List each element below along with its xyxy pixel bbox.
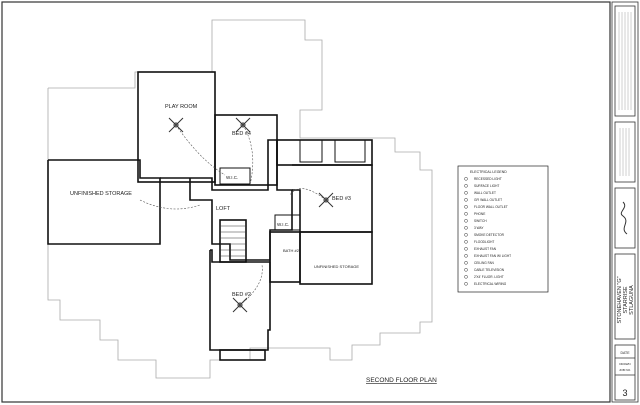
room-label-loft: LOFT xyxy=(216,206,231,212)
legend-symbol xyxy=(464,191,468,195)
legend-symbol xyxy=(464,275,468,279)
legend-symbol xyxy=(464,177,468,181)
room-label-bed3: BED #3 xyxy=(332,196,351,202)
date-label: DATE xyxy=(620,351,630,355)
legend-item-label: SURFACE LIGHT xyxy=(474,184,499,188)
legend-symbol xyxy=(464,212,468,216)
drawn-label: DRAWN xyxy=(619,362,630,366)
closets xyxy=(219,139,366,231)
legend-symbol xyxy=(464,261,468,265)
sheet-border xyxy=(1,1,611,403)
legend-item-label: 3 WAY xyxy=(474,226,484,230)
room-label-unfinished-storage-left: UNFINISHED STORAGE xyxy=(70,191,132,197)
electrical-wiring xyxy=(139,124,327,306)
legend-symbol xyxy=(464,184,468,188)
legend-item-label: SWITCH xyxy=(474,219,487,223)
room-label-bed4: BED #4 xyxy=(232,131,251,137)
legend-symbol xyxy=(464,254,468,258)
ceiling-fan-icon xyxy=(232,297,248,313)
legend-symbol xyxy=(464,233,468,237)
legend-item-label: CEILING FAN xyxy=(474,261,495,265)
legend-symbol xyxy=(464,205,468,209)
legend-symbol xyxy=(464,247,468,251)
legend-item-label: FLOODLIGHT xyxy=(474,240,494,244)
legend-item-label: RECESSED LIGHT xyxy=(474,177,502,181)
legend-symbol xyxy=(464,282,468,286)
stair-treads xyxy=(220,225,246,257)
legend-item-label: CABLE TELEVISION xyxy=(474,268,505,272)
legend-item-label: GFI WALL OUTLET xyxy=(474,198,502,202)
signature-logo xyxy=(620,201,628,235)
walls xyxy=(47,71,373,361)
legend-item-label: PHONE xyxy=(474,212,485,216)
room-label-wic-1: W.I.C. xyxy=(226,175,238,180)
legend-item-label: 2'X4' FLUOR. LIGHT xyxy=(474,275,504,279)
legend-symbol xyxy=(464,226,468,230)
room-label-unfinished-storage-right: UNFINISHED STORAGE xyxy=(314,264,359,269)
ceiling-fan-icons xyxy=(168,117,334,313)
room-label-wic-2: W.I.C. xyxy=(277,222,289,227)
plan-title: SECOND FLOOR PLAN xyxy=(366,377,437,384)
legend-item-label: SMOKE DETECTOR xyxy=(474,233,505,237)
legend-item-label: WALL OUTLET xyxy=(474,191,496,195)
legend-item-label: ELECTRICAL WIRING xyxy=(474,282,507,286)
legend-symbol xyxy=(464,240,468,244)
legend-item-label: EXHAUST FAN xyxy=(474,247,497,251)
sheet-number: 3 xyxy=(622,388,627,398)
room-label-bath2: BATH #2 xyxy=(283,248,300,253)
legend-item-label: EXHAUST FAN W/ LIGHT xyxy=(474,254,511,258)
electrical-legend: ELECTRICAL LEGEND RECESSED LIGHT SURFACE … xyxy=(457,165,549,293)
ceiling-fan-icon xyxy=(235,117,251,133)
ceiling-fan-icon xyxy=(168,117,184,133)
roof-outline xyxy=(47,19,433,379)
room-label-bed2: BED #2 xyxy=(232,292,251,298)
legend-symbol xyxy=(464,219,468,223)
legend-symbol xyxy=(464,268,468,272)
legend-item-label: FLOOR WALL OUTLET xyxy=(474,205,508,209)
legend-symbol xyxy=(464,198,468,202)
room-label-play-room: PLAY ROOM xyxy=(165,104,198,110)
project-name: STONEHAVEN "G" xyxy=(617,276,623,323)
ceiling-fan-icon xyxy=(318,192,334,208)
title-block-fine-print xyxy=(618,12,632,176)
developer-name: STARRISE xyxy=(623,286,629,313)
legend-title: ELECTRICAL LEGEND xyxy=(470,170,507,174)
job-label: JOB NO. xyxy=(619,368,631,372)
title-block xyxy=(611,1,639,403)
location-name: STLAGUNA xyxy=(629,285,635,315)
